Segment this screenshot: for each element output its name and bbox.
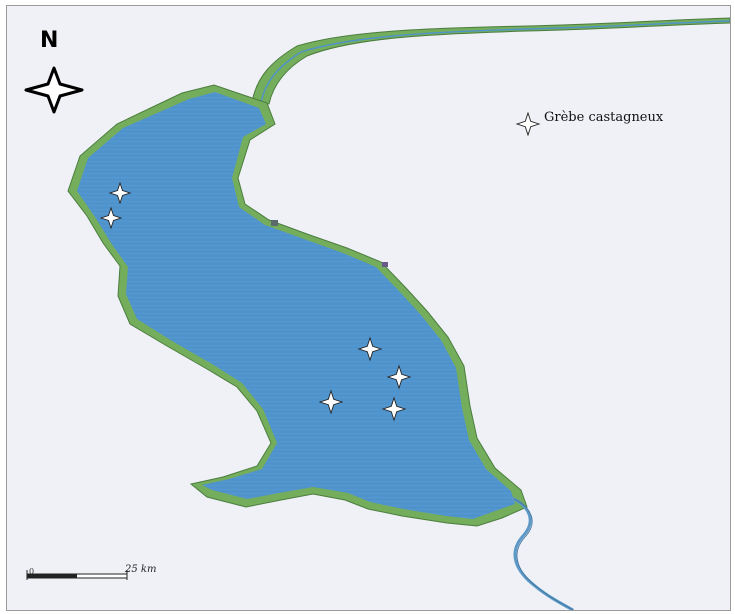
- outlet-river-bank: [513, 498, 575, 610]
- lake-water: [77, 92, 515, 519]
- observation-marker: [108, 181, 132, 205]
- legend-star-icon: [515, 111, 541, 137]
- observation-marker: [99, 206, 123, 230]
- compass-star-icon: [24, 66, 84, 114]
- lake-map: [24, 17, 730, 610]
- outlet-river: [511, 496, 574, 610]
- observation-marker: [357, 336, 383, 362]
- map-frame: N Grèbe castagneux 0 25 km: [6, 5, 731, 611]
- northeast-channel-shore: [251, 17, 730, 105]
- northeast-channel-water: [260, 20, 730, 104]
- shore-mark: [382, 262, 388, 267]
- observation-markers: [99, 181, 412, 422]
- legend: Grèbe castagneux: [544, 110, 663, 125]
- scale-bar: [26, 570, 128, 580]
- scale-zero-label: 0: [29, 567, 35, 576]
- north-label: N: [40, 28, 59, 53]
- observation-marker: [381, 396, 407, 422]
- observation-marker: [318, 389, 344, 415]
- scale-distance-label: 25 km: [125, 564, 157, 575]
- legend-label: Grèbe castagneux: [544, 110, 664, 125]
- shore-mark: [271, 220, 278, 226]
- observation-marker: [386, 364, 412, 390]
